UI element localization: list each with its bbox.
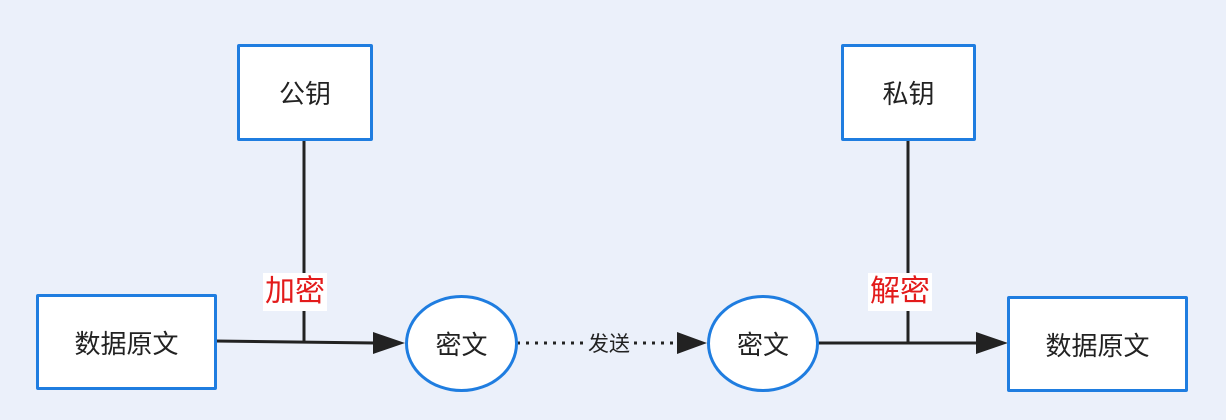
encrypt-edge [214, 339, 376, 345]
private-key-node: 私钥 [841, 44, 976, 141]
decrypt-label: 解密 [868, 273, 932, 311]
decrypt-arrowhead [976, 332, 1008, 354]
plaintext-source-label: 数据原文 [74, 329, 179, 360]
public-key-node: 公钥 [237, 44, 373, 141]
private-key-label: 私钥 [882, 80, 935, 110]
plaintext-result-label: 数据原文 [1045, 331, 1150, 362]
encrypt-arrowhead [373, 332, 405, 354]
send-arrowhead [677, 332, 707, 354]
ciphertext-receiver-node: 密文 [707, 295, 819, 392]
ciphertext-sender-node: 密文 [405, 295, 518, 392]
plaintext-result-node: 数据原文 [1007, 296, 1188, 392]
encrypt-label: 加密 [263, 273, 327, 311]
send-label: 发送 [586, 332, 632, 356]
ciphertext-receiver-label: 密文 [736, 331, 789, 361]
public-key-label: 公钥 [278, 80, 331, 110]
plaintext-source-node: 数据原文 [36, 294, 217, 390]
ciphertext-sender-label: 密文 [435, 331, 488, 361]
